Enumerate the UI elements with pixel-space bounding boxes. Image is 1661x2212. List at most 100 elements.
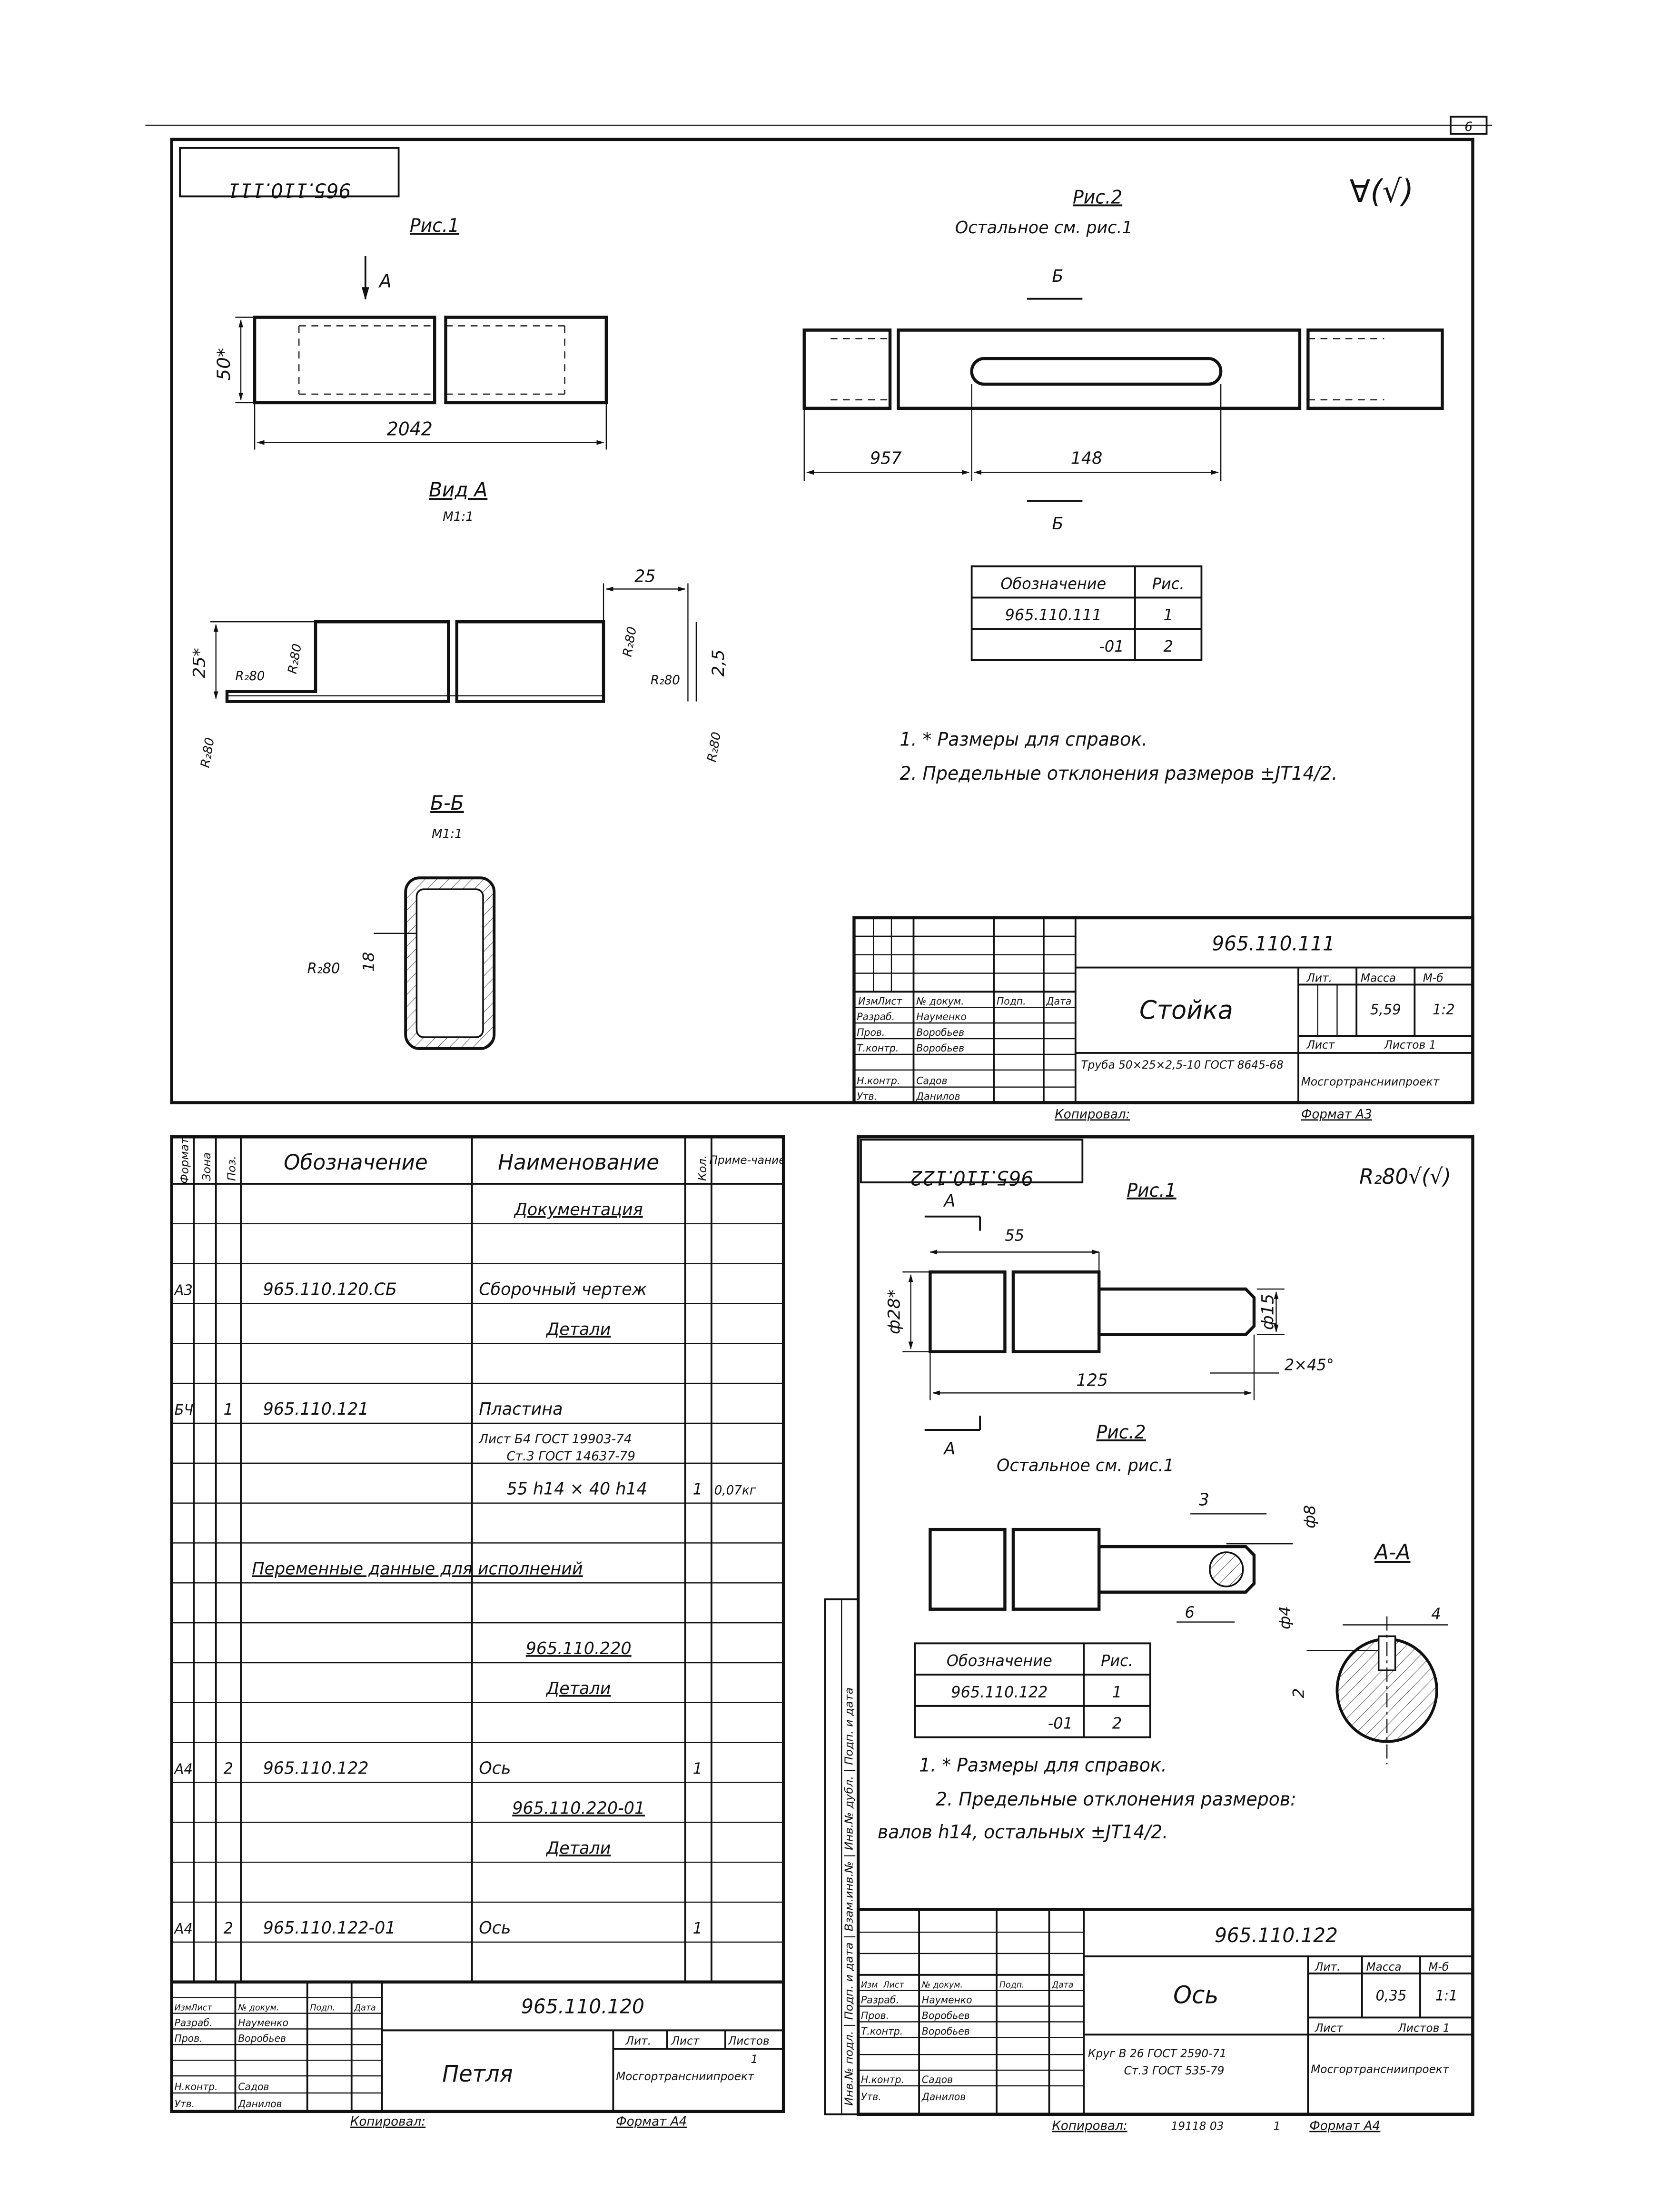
- dim-25-top-label: 25: [634, 566, 655, 586]
- right-note-3: валов h14, остальных ±JT14/2.: [878, 1821, 1168, 1843]
- tb-mass-label: Масса: [1361, 971, 1396, 984]
- spec-cell-name: Переменные данные для исполнений: [252, 1559, 583, 1579]
- right-tb-material-2: Ст.3 ГОСТ 535-79: [1124, 2064, 1225, 2077]
- dim-25-left-label: 25*: [190, 648, 209, 678]
- right-tb-org: Мосгортрансниипроект: [1311, 2063, 1450, 2076]
- tb-sheets-label: Листов: [728, 2034, 770, 2047]
- spec-cell-qty: 1: [693, 1919, 702, 1938]
- radius-label-3: R₂80: [620, 625, 640, 658]
- dim-6-label: 6: [1185, 1603, 1195, 1622]
- spec-cell-name: 965.110.220-01: [512, 1798, 645, 1818]
- tb-col-header: Дата: [1046, 995, 1072, 1007]
- dim-2-5-label: 2,5: [709, 649, 728, 676]
- spec-cell-name: Сборочный чертеж: [479, 1280, 647, 1299]
- left-tb-designation: 965.110.120: [521, 1995, 644, 2018]
- fig2-part-left: [802, 328, 892, 410]
- spec-cell-name: 55 h14 × 40 h14: [506, 1479, 647, 1499]
- left-tb-sheet-no: 1: [751, 2053, 758, 2066]
- section-bb-inner: [415, 888, 484, 1038]
- tb-mass-label: Масса: [1366, 1960, 1402, 1974]
- top-variants-table: Обозначение Рис. 965.110.111 1 -01 2: [970, 565, 1203, 661]
- tb-lit-label: Лит.: [1315, 1960, 1341, 1974]
- spec-cell-pos: 1: [224, 1400, 233, 1419]
- top-sheet: 965.110.111 ∀(√) Рис.1 A 50* 2042 Вид А …: [170, 138, 1474, 1121]
- spec-cell-qty: 1: [693, 1759, 702, 1778]
- tb-role: Н.контр.: [861, 2074, 904, 2085]
- spec-cell-qty: 1: [693, 1480, 702, 1498]
- top-tb-material: Труба 50×25×2,5-10 ГОСТ 8645-68: [1081, 1058, 1283, 1071]
- left-sheet: Формат Зона Поз. Обозначение Наименовани…: [170, 1135, 786, 2129]
- top-format: Формат А3: [1301, 1107, 1372, 1121]
- tb-role: Утв.: [861, 2091, 881, 2103]
- right-fig2-subtitle: Остальное см. рис.1: [997, 1456, 1174, 1476]
- tb-col-header: № докум.: [916, 995, 964, 1007]
- tb-role: Утв.: [174, 2098, 195, 2110]
- fig2-section-b-bottom: Б: [1052, 514, 1063, 534]
- left-title-block: Изм Лист № докум. Подп. Дата Разраб. Про…: [171, 1980, 784, 2112]
- tb-person: Данилов: [921, 2091, 966, 2103]
- right-sheet: Инв.№ подл. | Подп. и дата | Взам.инв.№ …: [824, 1135, 1474, 2133]
- tb-col-header: Лист: [883, 1981, 905, 1990]
- tb-sheet-label: Лист: [1315, 2021, 1344, 2034]
- right-fig1-title: Рис.1: [1127, 1180, 1176, 1201]
- dim-4-label: 4: [1431, 1605, 1441, 1623]
- right-tb-mass: 0,35: [1376, 1987, 1407, 2004]
- spec-header-zone: Зона: [200, 1152, 213, 1181]
- right-tb-name: Ось: [1173, 1981, 1218, 2009]
- spec-cell-name-line2: Ст.3 ГОСТ 14637-79: [506, 1448, 635, 1463]
- radius-label-6: R₂80: [704, 731, 724, 763]
- axle-body-1: [929, 1270, 1007, 1353]
- svg-text:2,5: 2,5: [709, 649, 728, 676]
- svg-text:50*: 50*: [213, 348, 234, 381]
- right-variants-table: Обозначение Рис. 965.110.122 1 -01 2: [914, 1642, 1151, 1738]
- svg-text:ф4: ф4: [1276, 1606, 1294, 1629]
- spec-header-note: Приме-чание: [709, 1153, 785, 1167]
- page-number-box: [1450, 116, 1488, 135]
- svg-text:R₂80: R₂80: [620, 625, 640, 658]
- tb-col-header: Дата: [354, 2003, 376, 2013]
- svg-text:25*: 25*: [190, 648, 209, 678]
- section-bb-title: Б-Б: [430, 791, 464, 814]
- top-table-cell: 1: [1163, 606, 1173, 625]
- svg-text:R₂80: R₂80: [285, 643, 305, 675]
- tb-person: Воробьев: [916, 1042, 964, 1054]
- tb-sheets-label: Листов 1: [1384, 1038, 1436, 1051]
- dim-2-label: 2: [1290, 1688, 1307, 1698]
- tb-person: Науменко: [922, 1994, 972, 2005]
- top-title-block: Изм Лист № докум. Подп. Дата Разраб. Про…: [852, 916, 1474, 1104]
- top-copied: Копировал:: [1055, 1107, 1130, 1121]
- top-fig2-subtitle: Остальное см. рис.1: [955, 218, 1133, 238]
- view-a-arrow-label: A: [378, 270, 392, 292]
- side-strip-text: Инв.№ подл. | Подп. и дата | Взам.инв.№ …: [842, 1687, 856, 2106]
- left-tb-name: Петля: [442, 2061, 513, 2087]
- dim-3-label: 3: [1199, 1490, 1209, 1510]
- tb-col-header: Подп.: [997, 995, 1026, 1007]
- spec-cell-name: Документация: [514, 1200, 643, 1220]
- tb-col-header: Лист: [877, 995, 903, 1007]
- tb-person: Садов: [916, 1075, 947, 1086]
- dim-d15-label: ф15: [1258, 1294, 1277, 1330]
- spec-frame: [170, 1135, 785, 2113]
- radius-label-5: R₂80: [198, 736, 218, 769]
- view-a-profile-right: [455, 620, 605, 703]
- fig2-part-right: [1306, 328, 1444, 410]
- fig2-part-mid: [897, 328, 1302, 410]
- section-aa-title: А-А: [1373, 1540, 1410, 1565]
- view-a-scale: М1:1: [443, 509, 474, 524]
- right-format: Формат А4: [1309, 2118, 1380, 2133]
- spec-cell-format: А4: [173, 1921, 192, 1937]
- fig1-part-left: [253, 316, 436, 405]
- dim-957-label: 957: [870, 448, 902, 468]
- tb-scale-label: М-б: [1428, 1960, 1449, 1974]
- spec-cell-note: 0,07кг: [714, 1483, 757, 1498]
- section-bb-radius: R₂80: [307, 960, 340, 976]
- left-copied: Копировал:: [350, 2114, 425, 2129]
- svg-text:R₂80: R₂80: [198, 736, 218, 769]
- right-stamp-text: 965.110.122: [910, 1166, 1033, 1190]
- tb-role: Н.контр.: [174, 2081, 218, 2093]
- right-table-cell: 965.110.122: [951, 1683, 1048, 1702]
- page-number: 6: [1464, 119, 1473, 134]
- section-bb-scale: М1:1: [432, 826, 463, 841]
- axle2-hole: [1209, 1551, 1244, 1587]
- spec-cell-name: Детали: [545, 1838, 611, 1858]
